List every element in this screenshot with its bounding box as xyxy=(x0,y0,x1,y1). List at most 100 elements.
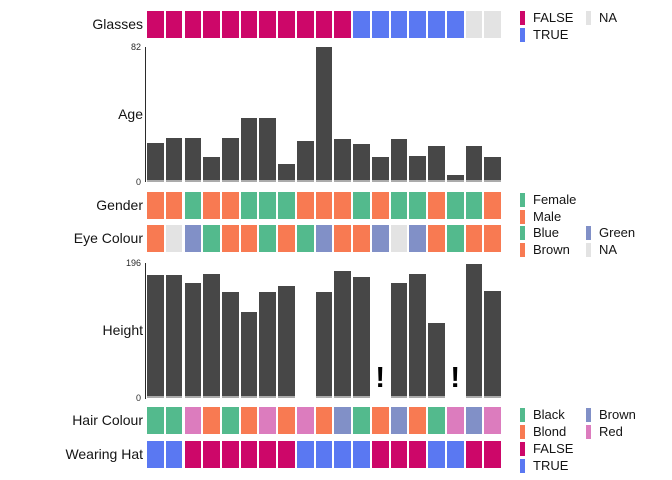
age-bar-12 xyxy=(353,144,370,182)
age-bar-13 xyxy=(371,157,389,182)
glasses-tile-10-false xyxy=(315,11,333,38)
hair_colour-tile-17-red xyxy=(446,407,464,434)
age-bar-panel xyxy=(147,47,503,182)
eye_colour-tile-8-brown xyxy=(278,225,295,252)
age-bar-9 xyxy=(296,140,314,182)
eye_colour-tile-1-brown xyxy=(147,225,164,252)
gender-legend-label-male: Male xyxy=(533,209,562,224)
height-missing-marker-col-17: ! xyxy=(450,362,461,394)
wearing_hat-tile-8-false xyxy=(278,441,295,468)
hair_colour-tile-5-black xyxy=(221,407,239,434)
height-bar-12 xyxy=(353,276,370,398)
eye_colour-tile-16-brown xyxy=(428,225,445,252)
glasses-tile-4-false xyxy=(203,11,220,38)
gender-tile-12-female xyxy=(353,192,370,219)
gender-tile-1-male xyxy=(147,192,164,219)
gender-tile-16-male xyxy=(428,192,445,219)
height-bar-4 xyxy=(203,274,220,398)
eye_colour-tile-6-brown xyxy=(240,225,258,252)
height-bar-16 xyxy=(428,322,445,398)
age-bar-4 xyxy=(203,157,220,182)
glasses-tile-12-true xyxy=(353,11,370,38)
eye_colour-legend-label-green: Green xyxy=(599,225,636,240)
glasses-tile-13-true xyxy=(371,11,389,38)
age-bar-19 xyxy=(484,157,502,182)
height-bar-1 xyxy=(147,274,164,398)
height-bar-15 xyxy=(409,274,427,398)
age-y-axis-line xyxy=(145,47,146,182)
glasses-tile-19-na xyxy=(484,11,502,38)
wearing_hat-legend-label-false: FALSE xyxy=(533,441,574,456)
age-bar-6 xyxy=(240,117,258,182)
hair_colour-tile-19-red xyxy=(484,407,502,434)
eye_colour-tile-12-brown xyxy=(353,225,370,252)
height-bar-panel: !! xyxy=(147,263,503,398)
hair-colour-tile-row xyxy=(147,407,503,434)
hair_colour-legend-label-blond: Blond xyxy=(533,424,567,439)
wearing_hat-tile-10-true xyxy=(315,441,333,468)
hair_colour-tile-3-red xyxy=(184,407,202,434)
glasses-tile-16-true xyxy=(428,11,445,38)
eye_colour-tile-17-blue xyxy=(446,225,464,252)
row-label-eye-colour: Eye Colour xyxy=(73,230,143,246)
hair_colour-legend-key-red xyxy=(586,425,591,439)
gender-tile-14-female xyxy=(390,192,408,219)
row-label-wearing-hat: Wearing Hat xyxy=(65,446,143,462)
eye_colour-tile-11-brown xyxy=(334,225,352,252)
gender-legend-label-female: Female xyxy=(533,192,577,207)
height-bar-8 xyxy=(278,285,295,398)
eye_colour-tile-13-green xyxy=(371,225,389,252)
wearing_hat-tile-3-false xyxy=(184,441,202,468)
eye_colour-legend-key-blue xyxy=(520,226,525,240)
height-bar-11 xyxy=(334,271,352,398)
gender-legend-key-male xyxy=(520,210,525,224)
hair_colour-tile-4-blond xyxy=(203,407,220,434)
glasses-tile-8-false xyxy=(278,11,295,38)
wearing_hat-tile-2-true xyxy=(165,441,183,468)
row-label-age: Age xyxy=(118,106,143,122)
eye_colour-tile-9-blue xyxy=(296,225,314,252)
wearing_hat-legend-label-true: TRUE xyxy=(533,458,569,473)
hair_colour-tile-13-blond xyxy=(371,407,389,434)
hair_colour-tile-11-brown xyxy=(334,407,352,434)
hair_colour-tile-18-brown xyxy=(465,407,483,434)
eye_colour-tile-15-green xyxy=(409,225,427,252)
eye_colour-legend-key-na xyxy=(586,243,591,257)
gender-tile-row xyxy=(147,192,503,219)
wearing_hat-tile-1-true xyxy=(147,441,164,468)
glasses-tile-18-na xyxy=(465,11,483,38)
wearing_hat-tile-15-false xyxy=(409,441,427,468)
hair_colour-legend-label-brown: Brown xyxy=(599,407,636,422)
age-bar-3 xyxy=(184,137,202,182)
hair_colour-tile-6-blond xyxy=(240,407,258,434)
wearing_hat-tile-5-false xyxy=(221,441,239,468)
wearing_hat-tile-17-true xyxy=(446,441,464,468)
eye_colour-legend-key-brown xyxy=(520,243,525,257)
wearing_hat-tile-6-false xyxy=(240,441,258,468)
height-y-axis-line xyxy=(145,263,146,399)
hair_colour-tile-10-blond xyxy=(315,407,333,434)
gender-tile-4-male xyxy=(203,192,220,219)
eye_colour-legend-label-blue: Blue xyxy=(533,225,560,240)
wearing_hat-tile-14-false xyxy=(390,441,408,468)
gender-legend-key-female xyxy=(520,193,525,207)
glasses-tile-17-true xyxy=(446,11,464,38)
glasses-legend-key-true xyxy=(520,28,525,42)
glasses-tile-1-false xyxy=(147,11,164,38)
height-bar-3 xyxy=(184,283,202,398)
gender-tile-9-male xyxy=(296,192,314,219)
height-bar-14 xyxy=(390,283,408,398)
glasses-legend-label-false: FALSE xyxy=(533,10,574,25)
gender-tile-15-female xyxy=(409,192,427,219)
wearing_hat-tile-13-false xyxy=(371,441,389,468)
hair_colour-tile-15-blond xyxy=(409,407,427,434)
hair_colour-legend-key-black xyxy=(520,408,525,422)
age-bar-14 xyxy=(390,139,408,182)
glasses-tile-3-false xyxy=(184,11,202,38)
wearing_hat-tile-19-false xyxy=(484,441,502,468)
hair_colour-tile-8-blond xyxy=(278,407,295,434)
glasses-tile-9-false xyxy=(296,11,314,38)
glasses-tile-11-false xyxy=(334,11,352,38)
age-bar-10 xyxy=(315,47,333,182)
